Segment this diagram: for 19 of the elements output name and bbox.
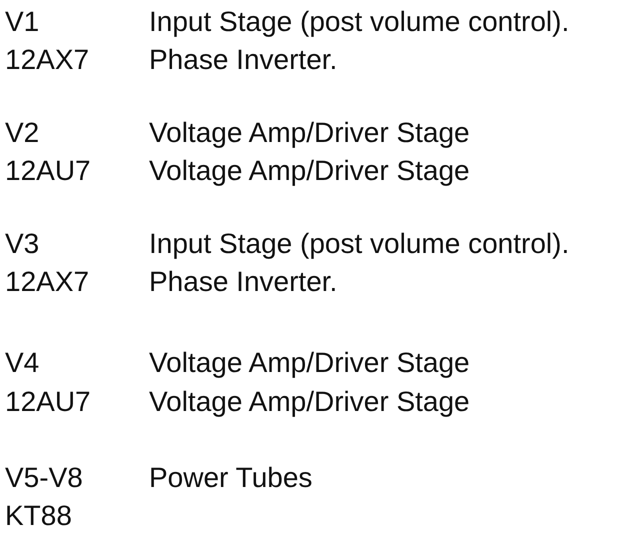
stage-description: Phase Inverter.	[149, 266, 338, 298]
tube-designation: V2	[5, 117, 40, 149]
tube-designation: V3	[5, 228, 40, 260]
tube-designation: KT88	[5, 500, 72, 532]
stage-description: Voltage Amp/Driver Stage	[149, 386, 470, 418]
stage-description: Power Tubes	[149, 462, 312, 494]
stage-description: Phase Inverter.	[149, 44, 338, 76]
tube-designation: V1	[5, 6, 40, 38]
tube-designation: 12AX7	[5, 266, 90, 298]
stage-description: Input Stage (post volume control).	[149, 6, 570, 38]
tube-designation: 12AU7	[5, 155, 91, 187]
tube-designation: V4	[5, 347, 40, 379]
stage-description: Voltage Amp/Driver Stage	[149, 117, 470, 149]
stage-description: Voltage Amp/Driver Stage	[149, 347, 470, 379]
tube-designation: 12AU7	[5, 386, 91, 418]
stage-description: Input Stage (post volume control).	[149, 228, 570, 260]
tube-designation: V5-V8	[5, 462, 83, 494]
tube-designation: 12AX7	[5, 44, 90, 76]
stage-description: Voltage Amp/Driver Stage	[149, 155, 470, 187]
